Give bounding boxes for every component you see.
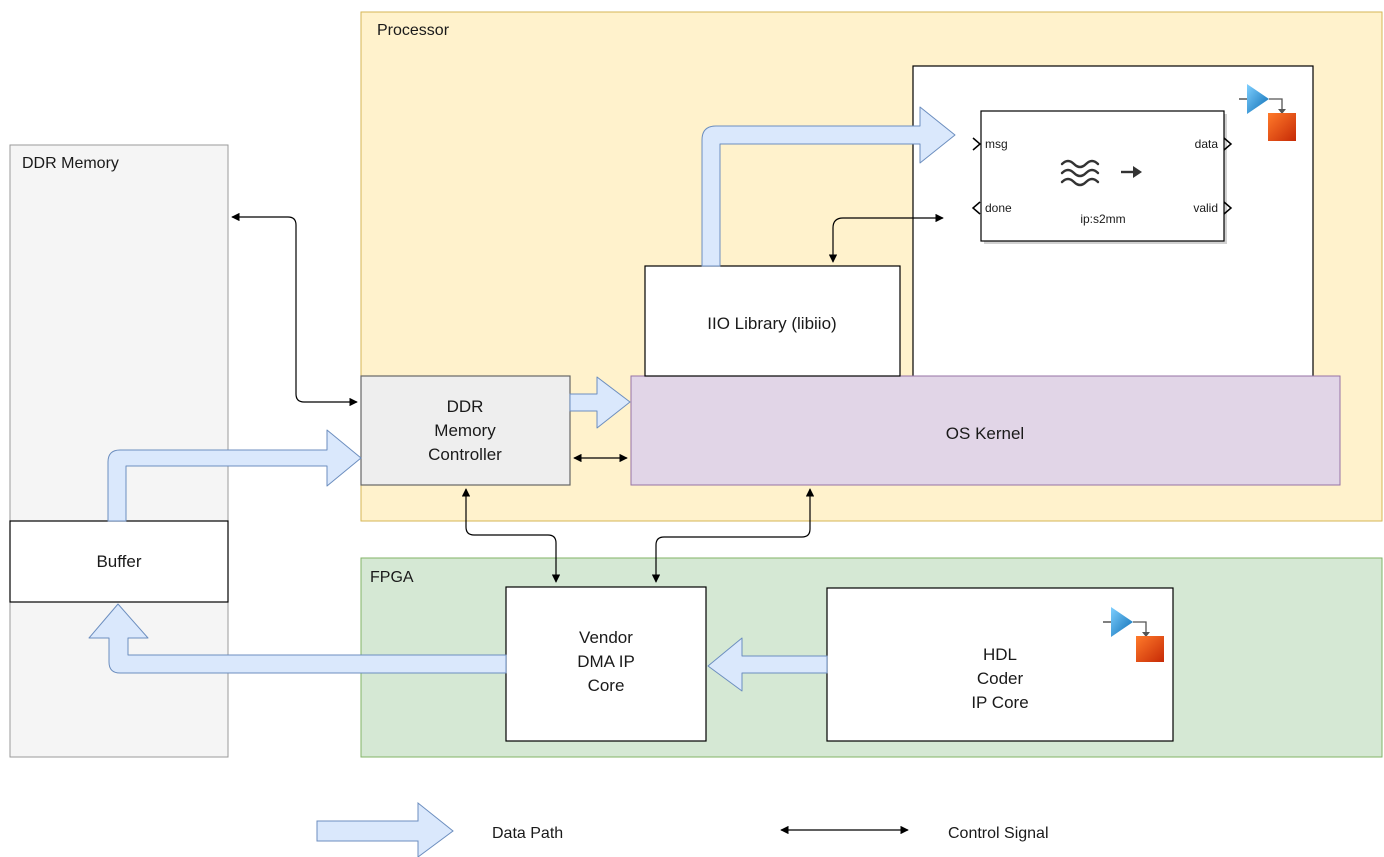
control-signals [231,212,944,583]
ddr-controller-line-1: DDR [447,397,484,416]
fpga-label: FPGA [370,569,414,586]
legend-control-signal-label: Control Signal [948,825,1049,842]
buffer-label: Buffer [96,552,141,571]
data-arrow-buffer-to-controller [107,429,362,522]
data-arrow-controller-to-kernel [569,376,631,429]
ddr-memory-label: DDR Memory [22,155,119,172]
s2mm-block-name: ip:s2mm [1080,212,1125,226]
valid-port-icon [1223,201,1233,215]
data-path-arrows [88,106,956,692]
hdl-coder-ip-core-block: HDL Coder IP Core [826,587,1174,742]
ddr-controller-line-2: Memory [434,421,496,440]
os-kernel-label: OS Kernel [946,424,1024,443]
done-port-label: done [985,201,1012,215]
legend-data-path-label: Data Path [492,825,563,842]
processor-label: Processor [377,22,450,39]
vendor-dma-line-3: Core [588,676,625,695]
s2mm-block: msg done data valid ip:s2mm [971,110,1233,244]
valid-port-label: valid [1193,201,1218,215]
done-port-icon [971,201,981,215]
data-arrow-hdl-to-dma [707,637,828,692]
control-kernel-to-dma [651,488,815,583]
simulink-logo-icon [1239,84,1296,141]
vendor-dma-line-1: Vendor [579,628,633,647]
data-port-icon [1223,137,1233,151]
control-iio-to-s2mm [828,213,944,263]
hdl-coder-line-2: Coder [977,669,1024,688]
msg-port-label: msg [985,137,1008,151]
msg-port-icon [972,137,982,151]
hdl-coder-line-1: HDL [983,645,1017,664]
iio-library-label: IIO Library (libiio) [707,314,836,333]
ddr-memory-controller-block: DDR Memory Controller [360,375,571,486]
data-port-label: data [1195,137,1219,151]
hdl-coder-line-3: IP Core [971,693,1028,712]
iio-library-block: IIO Library (libiio) [644,265,901,377]
stream-arrow-icon [1121,166,1142,178]
legend: Data Path Control Signal [316,801,1049,857]
vendor-dma-line-2: DMA IP [577,652,635,671]
control-ddr-memory-to-controller [231,212,358,407]
data-arrow-iio-to-s2mm [701,106,956,267]
ddr-controller-line-3: Controller [428,445,502,464]
data-arrow-dma-to-buffer [88,603,507,674]
hdl-coder-logo-icon [1103,607,1164,662]
legend-data-path-icon [316,801,454,857]
buffer-block: Buffer [9,520,229,603]
control-controller-to-dma [461,488,561,583]
stream-waves-icon [1060,159,1100,187]
vendor-dma-ip-core-block: Vendor DMA IP Core [505,586,707,742]
os-kernel-block: OS Kernel [630,375,1341,486]
